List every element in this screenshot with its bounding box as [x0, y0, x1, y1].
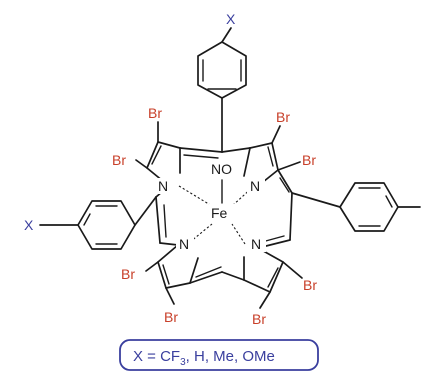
bromine-label-5: Br: [121, 266, 135, 282]
atom-labels: X X N N N N Fe NO Br Br Br Br Br Br Br B…: [24, 11, 317, 327]
nitrogen-label-ur: N: [250, 178, 260, 194]
bond-br-5: [145, 261, 159, 272]
coord-fe-n-ul: [178, 185, 213, 207]
pyrrole-lower-right: [243, 247, 284, 293]
phenyl-right: [339, 182, 399, 232]
bromine-label-1: Br: [148, 105, 162, 121]
nitrosyl-label: NO: [211, 161, 232, 177]
bond-br-7: [282, 261, 303, 279]
bond-br-6: [165, 287, 175, 305]
substituent-label-left: X: [24, 217, 34, 233]
bond-skeleton: [39, 27, 421, 309]
bromine-label-2: Br: [112, 152, 126, 168]
bond-meso-left: [134, 196, 157, 226]
pyrrole-upper-right: [249, 142, 279, 187]
bromine-label-7: Br: [303, 277, 317, 293]
nitrogen-label-ll: N: [179, 236, 189, 252]
bromine-label-3: Br: [276, 109, 290, 125]
bond-br-8: [259, 291, 271, 309]
bond-br-3: [271, 125, 281, 144]
nitrogen-label-ul: N: [158, 178, 168, 194]
pyrrole-upper-left: [146, 141, 181, 187]
substituent-caption: X = CF3, H, Me, OMe: [119, 339, 319, 371]
phenyl-left: [77, 200, 136, 250]
bromine-label-4: Br: [302, 152, 316, 168]
caption-subscript: 3: [180, 357, 186, 368]
bond-br-4: [277, 161, 301, 171]
bromine-label-6: Br: [164, 309, 178, 325]
substituent-label-top: X: [226, 11, 236, 27]
caption-suffix: , H, Me, OMe: [186, 348, 275, 365]
pyrrole-lower-left: [157, 244, 191, 289]
nitrogen-label-lr: N: [251, 236, 261, 252]
caption-prefix: X = CF: [133, 348, 180, 365]
caption-text: X = CF3, H, Me, OMe: [133, 348, 275, 368]
bond-br-2: [135, 159, 148, 169]
coord-fe-n-lr: [231, 223, 246, 245]
bond-x-top: [221, 27, 232, 43]
bond-meso-right: [291, 192, 341, 208]
bromine-label-8: Br: [252, 311, 266, 327]
iron-label: Fe: [211, 205, 228, 221]
caption-border: [119, 339, 319, 371]
